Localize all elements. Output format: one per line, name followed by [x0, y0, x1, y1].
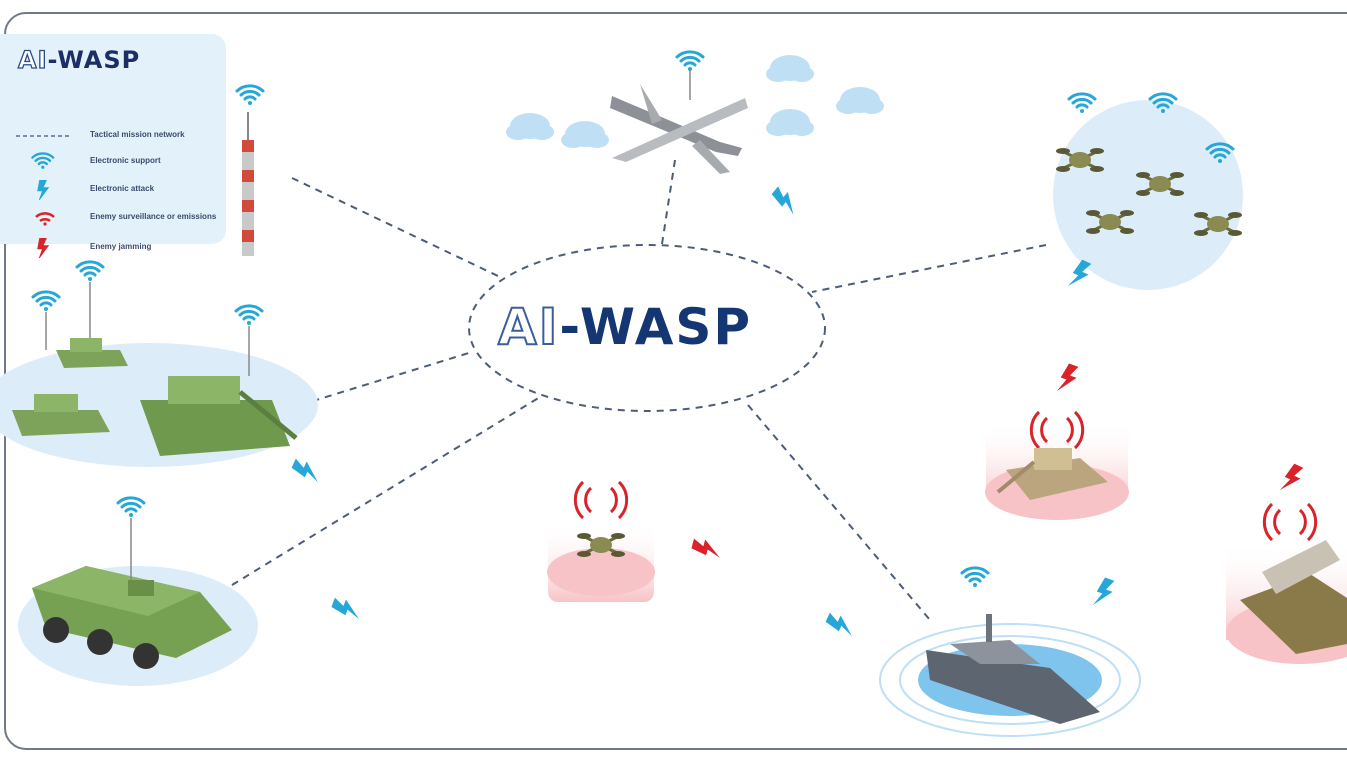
tank-icon — [12, 394, 110, 436]
wifi-icon — [116, 496, 146, 519]
enemy-tank — [985, 362, 1129, 520]
wifi-icon — [234, 304, 264, 327]
lightning-icon — [769, 184, 803, 216]
wifi-icon — [31, 152, 55, 171]
link-ship — [747, 404, 931, 621]
tank-group — [0, 260, 324, 484]
legend-label: Electronic attack — [90, 184, 155, 193]
link-apc — [231, 396, 541, 586]
enemy-surveillance-icon — [573, 480, 629, 520]
legend-item-enemy-surveillance: Enemy surveillance or emissions — [14, 208, 224, 228]
dashed-line-icon — [16, 135, 72, 137]
red-wifi-icon — [35, 212, 55, 226]
link-tanks — [299, 351, 473, 406]
legend-label: Tactical mission network — [90, 130, 185, 139]
legend-label: Electronic support — [90, 156, 161, 165]
hub-title: AI-WASP — [497, 297, 753, 357]
wifi-icon — [31, 290, 61, 313]
lightning-icon — [1091, 576, 1117, 610]
enemy-drone — [547, 480, 724, 602]
lightning-icon — [1066, 258, 1094, 292]
tank-icon — [140, 376, 298, 456]
link-tower — [291, 177, 499, 277]
lightning-icon — [330, 595, 364, 621]
tank-icon — [56, 338, 128, 368]
cloud-icon — [766, 55, 814, 82]
wifi-icon — [675, 50, 705, 73]
legend-label: Enemy jamming — [90, 242, 152, 251]
legend-panel: AI-WASP Tactical mission network Electro… — [0, 34, 226, 258]
wifi-icon — [235, 84, 265, 107]
surveillance-drone-aircraft — [506, 50, 884, 216]
legend-item-network: Tactical mission network — [14, 126, 224, 146]
enemy-jamming-icon — [690, 536, 724, 559]
wifi-icon — [75, 260, 105, 283]
enemy-surveillance-icon — [1262, 502, 1318, 542]
wifi-icon — [1067, 92, 1097, 115]
legend-item-electronic-attack: Electronic attack — [14, 180, 224, 200]
wifi-icon — [960, 566, 990, 589]
cloud-icon — [561, 121, 609, 148]
legend-item-enemy-jamming: Enemy jamming — [14, 238, 224, 258]
cloud-icon — [506, 113, 554, 140]
cloud-icon — [766, 109, 814, 136]
lightning-icon — [824, 610, 858, 638]
link-aircraft — [661, 159, 676, 245]
legend-label: Enemy surveillance or emissions — [90, 212, 217, 221]
legend-item-electronic-support: Electronic support — [14, 152, 224, 172]
lightning-icon — [37, 180, 50, 200]
quadcopter-swarm — [1053, 92, 1244, 292]
enemy-rocket-launcher — [1226, 462, 1347, 664]
naval-ship — [824, 566, 1141, 737]
cloud-icon — [836, 87, 884, 114]
red-lightning-icon — [37, 238, 50, 258]
enemy-jamming-icon — [1055, 362, 1081, 396]
lightning-icon — [290, 456, 324, 484]
link-swarm — [811, 244, 1047, 293]
legend-title: AI-WASP — [17, 45, 141, 74]
enemy-jamming-icon — [1278, 462, 1306, 496]
tactical-network-lines — [231, 159, 1047, 621]
radio-tower — [235, 84, 265, 256]
armored-personnel-carrier — [18, 496, 364, 686]
hub-ellipse — [468, 244, 826, 412]
